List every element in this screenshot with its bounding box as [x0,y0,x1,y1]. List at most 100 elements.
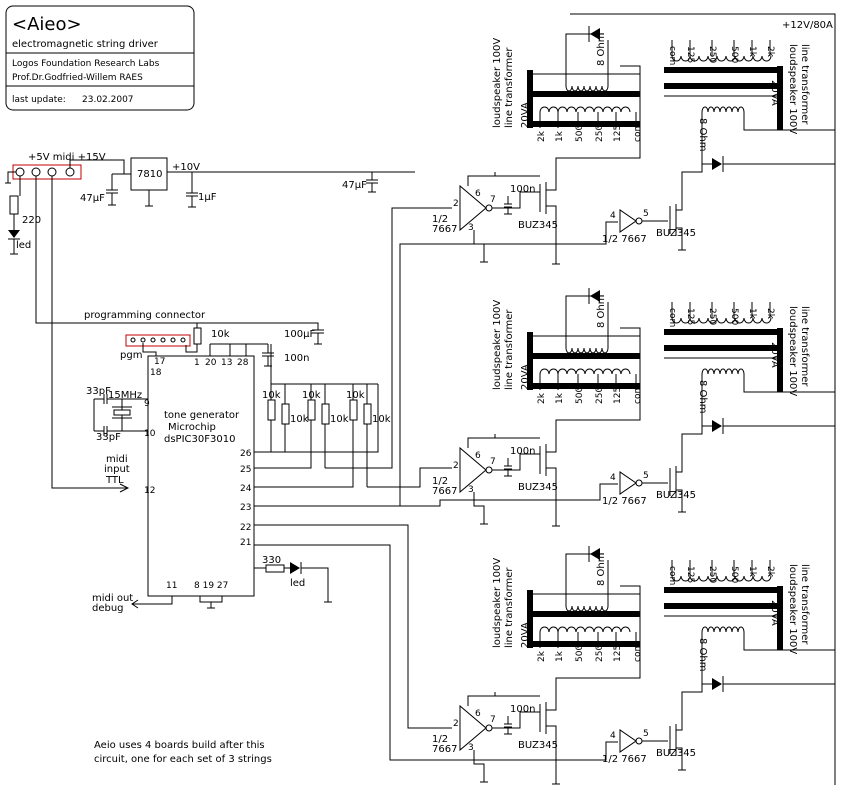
svg-text:500: 500 [575,645,585,662]
update-label: last update: [12,95,66,105]
svg-text:500: 500 [575,125,585,142]
svg-text:13: 13 [221,358,232,368]
power-section: +5V midi +15V 220 led 7810 47µF [5,13,836,785]
svg-text:100n: 100n [510,704,535,715]
svg-text:8 Ohm: 8 Ohm [596,33,607,67]
programming-connector [125,334,191,347]
svg-text:1: 1 [194,358,200,368]
svg-text:loudspeaker 100V: loudspeaker 100V [787,564,798,654]
svg-text:loudspeaker 100V: loudspeaker 100V [492,300,503,390]
svg-text:TTL: TTL [105,475,124,486]
author: Prof.Dr.Godfried-Willem RAES [12,73,143,83]
note-line-2: circuit, one for each set of 3 strings [94,754,272,765]
svg-text:47µF: 47µF [80,193,105,204]
title-block: <Aieo> electromagnetic string driver Log… [5,5,195,111]
svg-text:250: 250 [707,46,717,63]
svg-text:7: 7 [490,195,496,205]
svg-text:500: 500 [729,566,739,583]
svg-text:pgm: pgm [120,350,142,361]
subtitle: electromagnetic string driver [12,39,159,50]
svg-text:100µF: 100µF [284,329,315,340]
svg-text:10k: 10k [211,329,230,340]
svg-text:com: com [633,385,643,404]
svg-text:line transformer: line transformer [504,567,515,648]
svg-text:6: 6 [475,709,481,719]
svg-text:125: 125 [613,125,623,142]
svg-text:20VA: 20VA [769,600,780,626]
svg-text:25: 25 [240,465,251,475]
svg-text:midi out: midi out [92,593,133,604]
svg-text:4: 4 [610,211,616,221]
update-date: 23.02.2007 [82,95,134,105]
svg-text:250: 250 [595,125,605,142]
svg-text:loudspeaker 100V: loudspeaker 100V [787,44,798,134]
svg-text:7667: 7667 [432,224,457,235]
svg-text:1k: 1k [555,650,565,662]
svg-text:loudspeaker 100V: loudspeaker 100V [787,306,798,396]
svg-text:BUZ345: BUZ345 [656,228,696,239]
svg-text:100n: 100n [284,353,309,364]
svg-text:7: 7 [490,457,496,467]
org: Logos Foundation Research Labs [12,59,160,69]
svg-text:125: 125 [685,308,695,325]
svg-text:loudspeaker 100V: loudspeaker 100V [492,558,503,648]
svg-text:26: 26 [240,449,252,459]
svg-text:125: 125 [685,46,695,63]
svg-text:7667: 7667 [432,744,457,755]
svg-text:BUZ345: BUZ345 [518,740,558,751]
note-line-1: Aeio uses 4 boards build after this [94,740,265,751]
svg-text:com: com [667,566,677,585]
svg-text:led: led [16,240,31,251]
svg-text:2k: 2k [765,308,775,320]
svg-text:15MHz: 15MHz [108,390,142,401]
svg-text:1k: 1k [555,130,565,142]
svg-text:20VA: 20VA [520,102,531,128]
svg-text:500: 500 [729,308,739,325]
svg-text:com: com [633,123,643,142]
svg-text:line transformer: line transformer [799,564,810,645]
svg-text:com: com [667,46,677,65]
svg-text:125: 125 [685,566,695,583]
svg-text:2k: 2k [537,392,547,404]
supply-label: +12V/80A [782,20,833,31]
svg-text:500: 500 [575,387,585,404]
svg-text:line transformer: line transformer [799,44,810,125]
mcu-chip [147,355,255,597]
svg-text:10k: 10k [330,414,349,425]
svg-text:8 Ohm: 8 Ohm [596,553,607,587]
svg-text:2: 2 [453,719,459,729]
svg-text:125: 125 [613,645,623,662]
svg-text:100n: 100n [510,446,535,457]
svg-text:20: 20 [205,358,217,368]
svg-text:midi: midi [106,454,128,465]
svg-text:4: 4 [610,731,616,741]
svg-text:tone generator: tone generator [164,410,240,421]
svg-text:2k: 2k [765,566,775,578]
svg-text:17: 17 [154,357,165,367]
svg-text:10k: 10k [372,414,391,425]
svg-text:24: 24 [240,484,252,494]
svg-text:22: 22 [240,523,251,533]
svg-text:1k: 1k [555,392,565,404]
svg-text:125: 125 [613,387,623,404]
svg-text:line transformer: line transformer [504,309,515,390]
svg-text:10k: 10k [290,414,309,425]
svg-text:com: com [633,643,643,662]
svg-text:5: 5 [643,471,649,481]
svg-text:3: 3 [468,743,474,753]
svg-text:20VA: 20VA [520,364,531,390]
svg-text:9: 9 [144,399,150,409]
svg-text:10: 10 [144,429,156,439]
svg-text:250: 250 [707,566,717,583]
svg-text:com: com [667,308,677,327]
svg-text:250: 250 [595,645,605,662]
svg-text:500: 500 [729,46,739,63]
svg-text:330: 330 [262,555,281,566]
svg-text:1/2 7667: 1/2 7667 [602,496,647,507]
svg-text:1/2 7667: 1/2 7667 [602,754,647,765]
svg-text:100n: 100n [510,184,535,195]
svg-text:BUZ345: BUZ345 [518,482,558,493]
